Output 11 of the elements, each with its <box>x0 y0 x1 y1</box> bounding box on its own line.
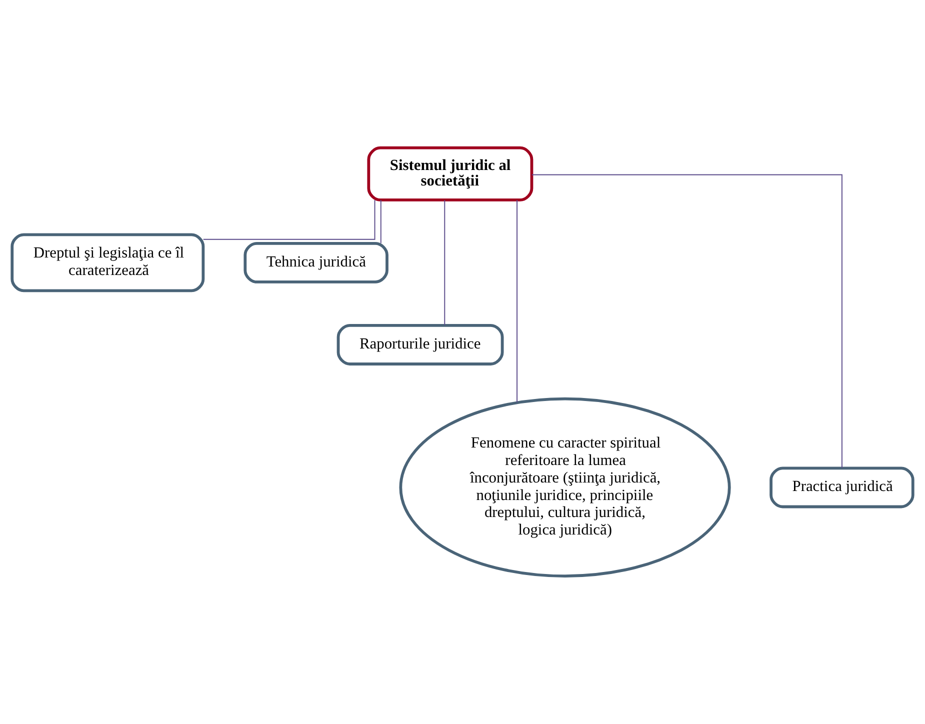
node-box: Sistemul juridic al societăţii <box>367 146 534 202</box>
connector <box>531 174 842 468</box>
connector <box>516 200 518 403</box>
node-box: Dreptul şi legislaţia ce îl caraterizează <box>10 233 205 292</box>
node-ellipse: Fenomene cu caracter spiritual referitoare la lumea înconjurătoare (ştiinţa juridică, noţiunile juridice, principiile dreptului, cultura juridică, logica juridică) <box>399 397 731 578</box>
connector <box>444 200 446 326</box>
connector <box>202 200 376 240</box>
node-box: Tehnica juridică <box>244 242 388 284</box>
connector <box>380 200 382 244</box>
node-box: Raporturile juridice <box>336 324 504 366</box>
node-box: Practica juridică <box>770 466 914 508</box>
